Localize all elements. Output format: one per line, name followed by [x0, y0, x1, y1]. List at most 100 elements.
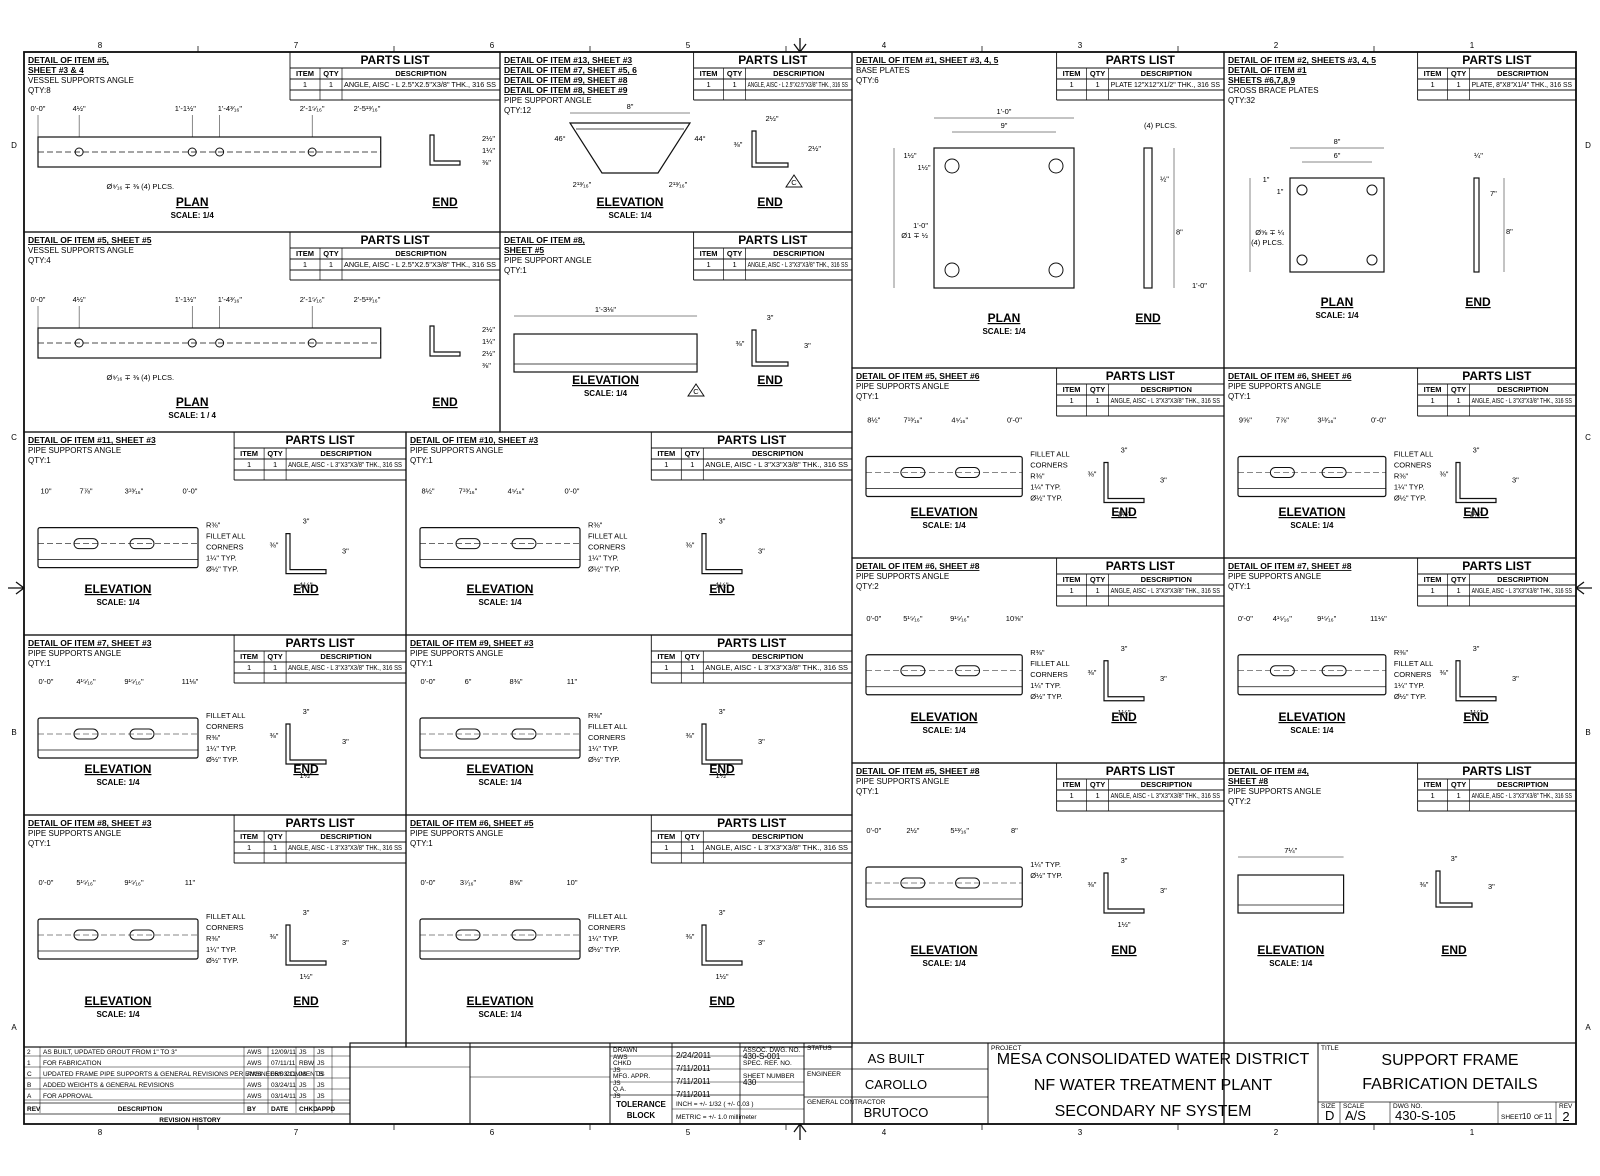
detail-panel-frame [851, 51, 1225, 369]
dimension-label: 3" [1121, 856, 1128, 865]
dimension-label: ⅜" [686, 541, 695, 550]
dimension-label: 4½" [73, 295, 86, 304]
drawing-title: FABRICATION DETAILS [1362, 1076, 1537, 1093]
detail-subtitle: PIPE SUPPORTS ANGLE [856, 777, 949, 786]
angle-end-view [1455, 660, 1497, 702]
angle-end-view [751, 130, 789, 168]
parts-list-item-qty: 1 [273, 460, 277, 469]
dimension-label: 1¼" TYP. [1030, 681, 1061, 690]
dimension-label: 3¹³⁄₁₆" [125, 487, 144, 496]
title-block-label: DRAWN [613, 1047, 638, 1054]
dimension-label: 3" [1473, 446, 1480, 455]
dimension-label: 4¹⁵⁄₁₆" [1273, 614, 1293, 623]
parts-list-heading: PARTS LIST [738, 233, 808, 247]
parts-list-col-item: ITEM [1424, 69, 1442, 78]
scale-label: SCALE: 1 / 4 [168, 411, 216, 420]
bolt-hole [1048, 262, 1064, 278]
dimension-label: 3" [1488, 882, 1495, 891]
dimension-label: ⅜" [686, 731, 695, 740]
revision-cell: AWS [247, 1060, 262, 1067]
dimension-label: 2¹³⁄₁₆" [669, 180, 688, 189]
bolt-hole [307, 147, 317, 157]
zone-column-marker: 4 [882, 41, 887, 50]
detail-quantity: QTY:1 [410, 839, 433, 848]
scale-label: SCALE: 1/4 [96, 778, 140, 787]
angle-elevation-view [1237, 874, 1345, 914]
detail-title: DETAIL OF ITEM #6, SHEET #6 [1228, 371, 1352, 381]
parts-list-col-qty: QTY [1451, 780, 1466, 789]
scale-label: SCALE: 1/4 [478, 778, 522, 787]
dimension-label: Ø½" TYP. [1394, 494, 1426, 503]
view-label: END [757, 195, 783, 209]
detail-title: DETAIL OF ITEM #5, [28, 55, 109, 65]
angle-end-view [701, 924, 743, 966]
drawing-number: 430-S-105 [1395, 1108, 1456, 1123]
dimension-label: FILLET ALL [206, 532, 245, 541]
angle-elevation-view [37, 717, 199, 759]
revision-cell: JS [317, 1071, 325, 1078]
parts-list-col-item: ITEM [296, 69, 314, 78]
detail-quantity: QTY:1 [410, 659, 433, 668]
zone-column-marker: 2 [1274, 41, 1279, 50]
dimension-label: R⅜" [1030, 472, 1045, 481]
dimension-label: ⅜" [1088, 880, 1097, 889]
detail-subtitle: CROSS BRACE PLATES [1228, 86, 1319, 95]
bolt-hole [215, 338, 225, 348]
slotted-hole [955, 665, 981, 677]
dimension-label: R⅜" [588, 521, 603, 530]
parts-list-item-description: ANGLE, AISC - L 3"X3"X3/8" THK., 316 SS [288, 460, 402, 469]
dimension-label: FILLET ALL [206, 711, 245, 720]
dimension-label: 8½" [867, 416, 880, 425]
detail-quantity: QTY:6 [856, 76, 879, 85]
scale-label: SCALE: 1/4 [584, 389, 628, 398]
title-block-label: SHEET NUMBER [743, 1073, 795, 1080]
title-block-value: JS [613, 1067, 621, 1074]
revision-header: DESCRIPTION [118, 1106, 163, 1113]
revision-cell: AS BUILT, UPDATED GROUT FROM 1" TO 3" [43, 1049, 178, 1056]
parts-list-item-description: ANGLE, AISC - L 3"X3"X3/8" THK., 316 SS [1472, 396, 1572, 405]
parts-list-heading: PARTS LIST [360, 233, 430, 247]
slotted-hole [1321, 467, 1347, 478]
view-label: END [1465, 295, 1491, 309]
title-block-date: 7/11/2011 [676, 1090, 711, 1099]
parts-list-item-description: ANGLE, AISC - L 3"X3"X3/8" THK., 316 SS [1472, 791, 1572, 800]
zone-column-marker: 3 [1078, 41, 1083, 50]
view-label: ELEVATION [597, 195, 664, 209]
view-label: PLAN [988, 311, 1021, 325]
parts-list-item-number: 1 [1070, 396, 1074, 405]
dimension-label: Ø½" TYP. [1030, 692, 1062, 701]
dimension-label: 46° [554, 134, 565, 143]
detail-panel-frame [405, 814, 853, 1048]
parts-list-heading: PARTS LIST [285, 636, 355, 650]
parts-list-col-item: ITEM [1424, 575, 1442, 584]
detail-title: SHEETS #6,7,8,9 [1228, 75, 1295, 85]
view-label: END [1441, 943, 1467, 957]
parts-list-item-qty: 1 [273, 663, 277, 672]
dimension-label: CORNERS [206, 543, 244, 552]
dimension-label: 3" [758, 737, 765, 746]
bolt-hole [1366, 254, 1378, 266]
bolt-hole [307, 338, 317, 348]
detail-title: SHEET #5 [504, 245, 544, 255]
parts-list-col-description: DESCRIPTION [1497, 780, 1548, 789]
view-label: ELEVATION [911, 710, 978, 724]
tolerance-label: BLOCK [627, 1111, 656, 1120]
parts-list-heading: PARTS LIST [1462, 53, 1532, 67]
dimension-label: 9⅝" [1239, 416, 1252, 425]
revision-cell: AWS [247, 1071, 262, 1078]
dimension-label: 1'-0" [997, 107, 1012, 116]
parts-list-heading: PARTS LIST [717, 636, 787, 650]
bolt-hole [1366, 184, 1378, 196]
title-block-label: DWG NO. [1393, 1103, 1422, 1110]
view-label: PLAN [1321, 295, 1354, 309]
parts-list-col-item: ITEM [240, 652, 258, 661]
